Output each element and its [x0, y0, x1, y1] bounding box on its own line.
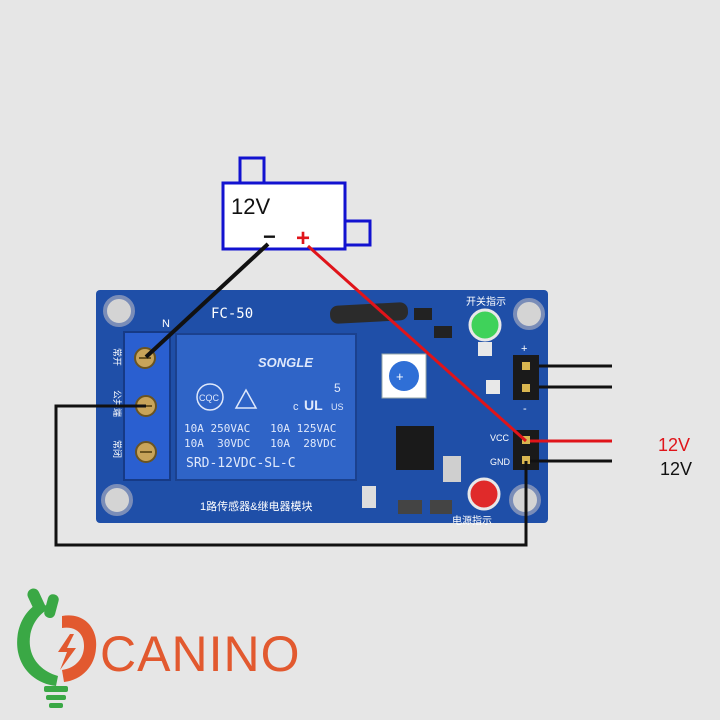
power-source: 12V − +	[221, 156, 372, 252]
relay-rating-line-1: 10A 250VAC 10A 125VAC	[184, 422, 336, 435]
relay-ul-c: c	[293, 401, 299, 413]
ic-chip	[396, 426, 434, 470]
mounting-holes	[101, 295, 545, 516]
vcc-label: VCC	[490, 433, 510, 443]
pin-header-top	[513, 355, 539, 400]
switch-indicator-led	[468, 308, 502, 342]
smd-component-5	[443, 456, 461, 482]
source-body	[221, 181, 347, 251]
smd-component-7	[398, 500, 422, 514]
relay-cqc: CQC	[199, 393, 220, 403]
supply-gnd-label: 12V	[660, 459, 692, 479]
source-minus-label: −	[263, 224, 276, 249]
mounting-hole-tl	[103, 295, 135, 327]
warning-triangle-icon	[234, 388, 258, 409]
relay-ul-us: US	[331, 402, 344, 412]
terminal-label-nc: 常闭	[112, 440, 123, 458]
source-side-terminal	[343, 219, 372, 247]
canino-logo: CANINO	[17, 588, 300, 708]
board-model-label: FC-50	[211, 306, 253, 322]
wires	[54, 242, 612, 547]
header-plus-label: +	[521, 343, 527, 355]
terminal-label-com: 公共端	[112, 390, 123, 417]
potentiometer-cross-icon: +	[396, 369, 404, 384]
wire-com-to-gnd	[54, 404, 528, 547]
source-top-terminal	[238, 156, 266, 186]
switch-indicator-label: 开关指示	[466, 295, 506, 308]
source-voltage-label: 12V	[231, 194, 270, 219]
mounting-hole-bl	[101, 484, 133, 516]
wire-source-minus-to-no	[144, 242, 270, 359]
relay-rating-line-2: 10A 30VDC 10A 28VDC	[184, 437, 336, 450]
logo-text: CANINO	[100, 626, 300, 682]
smd-component-2	[434, 326, 452, 338]
smd-component-8	[430, 500, 452, 514]
smd-component-6	[362, 486, 376, 508]
relay-board: FC-50 N 常开 公共端 常闭 SONGLE CQC c UL 5 US 1…	[96, 290, 548, 527]
gnd-label: GND	[490, 457, 511, 467]
relay-body	[175, 333, 357, 481]
wire-source-plus-to-vcc	[306, 244, 528, 443]
power-indicator-label: 电源指示	[452, 514, 492, 527]
terminal-label-no: 常开	[112, 348, 123, 366]
smd-component-4	[486, 380, 500, 394]
potentiometer-knob	[389, 361, 419, 391]
logo-hand-icon	[17, 602, 58, 686]
smd-component-3	[478, 342, 492, 356]
cqc-mark	[196, 383, 224, 411]
header-minus-label: -	[523, 403, 527, 415]
source-plus-label: +	[296, 225, 310, 252]
supply-vcc-label: 12V	[658, 435, 690, 455]
header-top-body	[513, 355, 539, 400]
logo-bulb-base-icon	[44, 686, 68, 692]
smd-component-1	[414, 308, 432, 320]
components: +	[329, 302, 500, 514]
relay-model: SRD-12VDC-SL-C	[186, 456, 296, 471]
pin-n-label: N	[162, 318, 170, 330]
logo-lightning-icon	[58, 634, 76, 670]
relay-ul-number: 5	[334, 381, 341, 395]
ul-mark-icon: UL	[304, 397, 323, 413]
relay-brand: SONGLE	[258, 355, 313, 370]
power-indicator-led	[467, 477, 501, 511]
board-caption: 1路传感器&继电器模块	[200, 500, 312, 513]
mounting-hole-tr	[513, 298, 545, 330]
logo-c-arc-icon	[62, 615, 97, 682]
relay: SONGLE CQC c UL 5 US 10A 250VAC 10A 125V…	[175, 333, 357, 481]
